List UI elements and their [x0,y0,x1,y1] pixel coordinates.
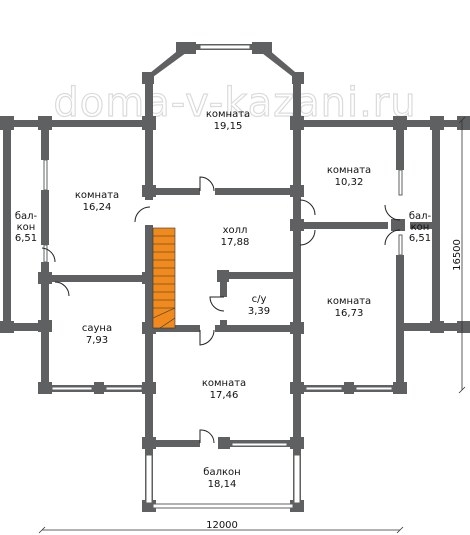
hall-name: холл [223,225,248,236]
width-dimension: 12000 [206,520,238,531]
wc-area: 3,39 [248,306,270,317]
wc-name: с/у [252,294,267,305]
room-right-mid-name: комната [327,296,371,307]
balcony-right-area: 6,51 [409,233,431,244]
balcony-bottom-name: балкон [203,467,240,478]
windows [43,44,403,509]
room-top-name: комната [206,109,250,120]
room-right-top-area: 10,32 [335,177,364,188]
room-right-mid-area: 16,73 [335,308,364,319]
staircase [152,227,176,329]
balcony-right-line1: бал- [409,211,432,222]
balcony-left-line2: кон [17,222,36,233]
sauna-name: сауна [82,323,112,334]
height-dimension: 16500 [452,239,463,271]
balcony-left-area: 6,51 [15,233,37,244]
room-left-area: 16,24 [83,202,112,213]
room-left-name: комната [75,190,119,201]
balcony-left-line1: бал- [15,211,38,222]
hall-area: 17,88 [221,237,250,248]
doors [41,176,401,444]
room-labels: комната 19,15 комната 16,24 комната 10,3… [15,109,432,490]
room-bottom-area: 17,46 [210,390,239,401]
room-bottom-name: комната [202,378,246,389]
sauna-area: 7,93 [86,335,108,346]
balcony-right-line2: кон [411,222,430,233]
log-ends [0,42,470,512]
room-top-area: 19,15 [214,121,243,132]
dimension-lines: 12000 16500 [38,116,466,534]
balcony-bottom-area: 18,14 [208,479,237,490]
room-right-top-name: комната [327,165,371,176]
watermark-text: doma-v-kazani.ru [53,80,416,126]
